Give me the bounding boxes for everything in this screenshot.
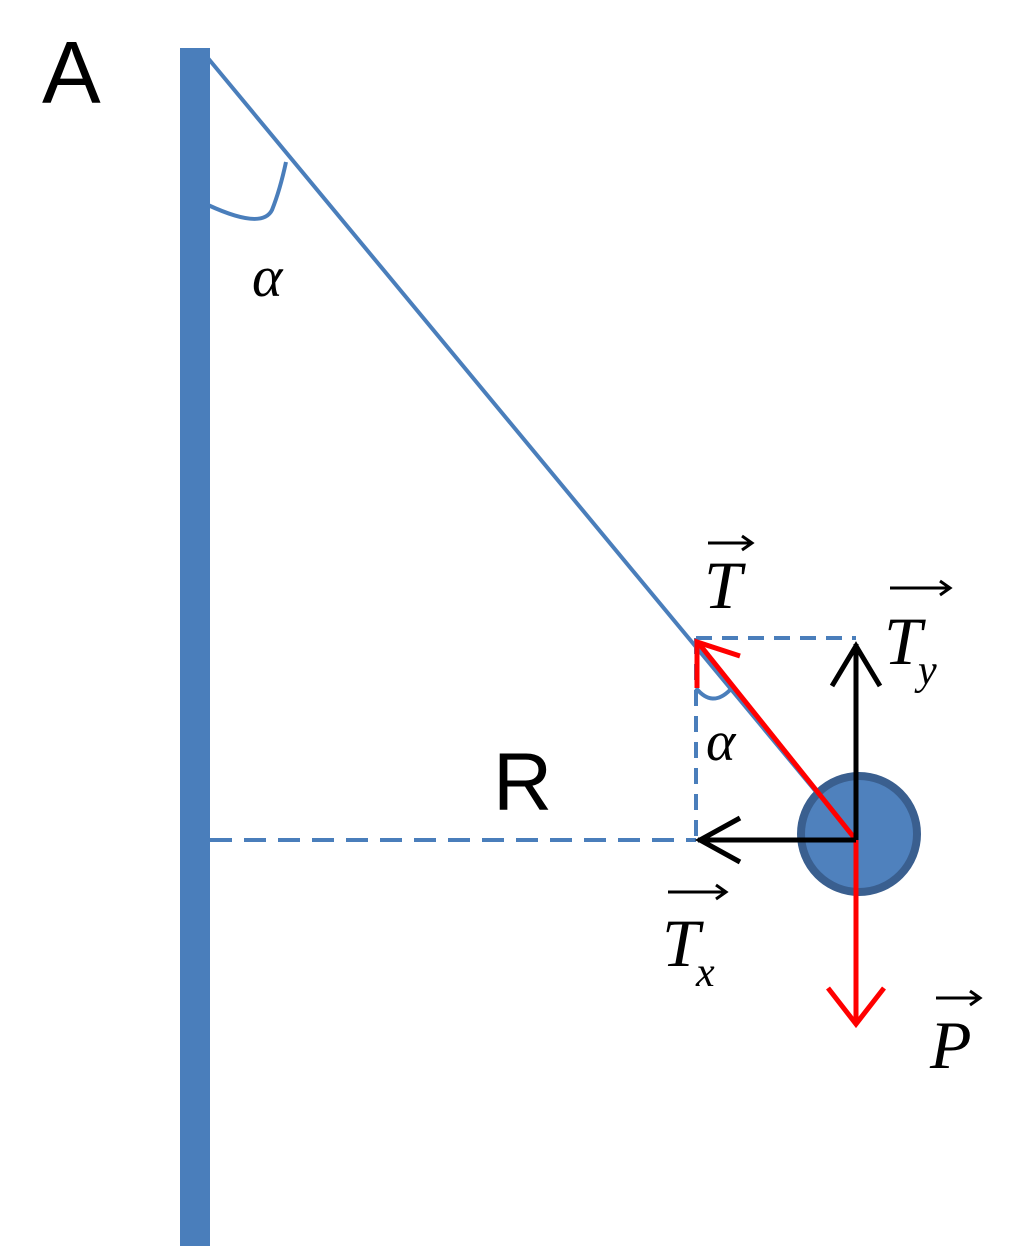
bottom-angle-label: α <box>706 711 737 773</box>
svg-text:T: T <box>884 603 926 679</box>
svg-text:T: T <box>662 905 704 981</box>
top-angle-arc <box>207 161 288 221</box>
weight-label: P <box>929 989 983 1083</box>
svg-text:x: x <box>695 950 715 996</box>
tension-label: T <box>704 534 755 623</box>
tension-y-label: T y <box>884 579 953 694</box>
svg-text:y: y <box>914 648 937 694</box>
radius-label: R <box>493 737 552 828</box>
point-label-a: A <box>42 23 101 122</box>
svg-text:T: T <box>704 547 746 623</box>
tension-x-label: T x <box>662 883 729 996</box>
tension-vector <box>698 643 858 842</box>
bottom-angle-arc <box>694 686 732 701</box>
tension-y-arrowhead <box>829 641 883 688</box>
weight-arrowhead <box>826 986 886 1029</box>
string <box>205 55 858 842</box>
tension-arrowhead <box>694 638 741 688</box>
top-angle-label: α <box>252 244 284 309</box>
svg-text:P: P <box>929 1007 972 1083</box>
tension-x-arrowhead <box>694 815 742 865</box>
vertical-pole <box>180 48 210 1246</box>
